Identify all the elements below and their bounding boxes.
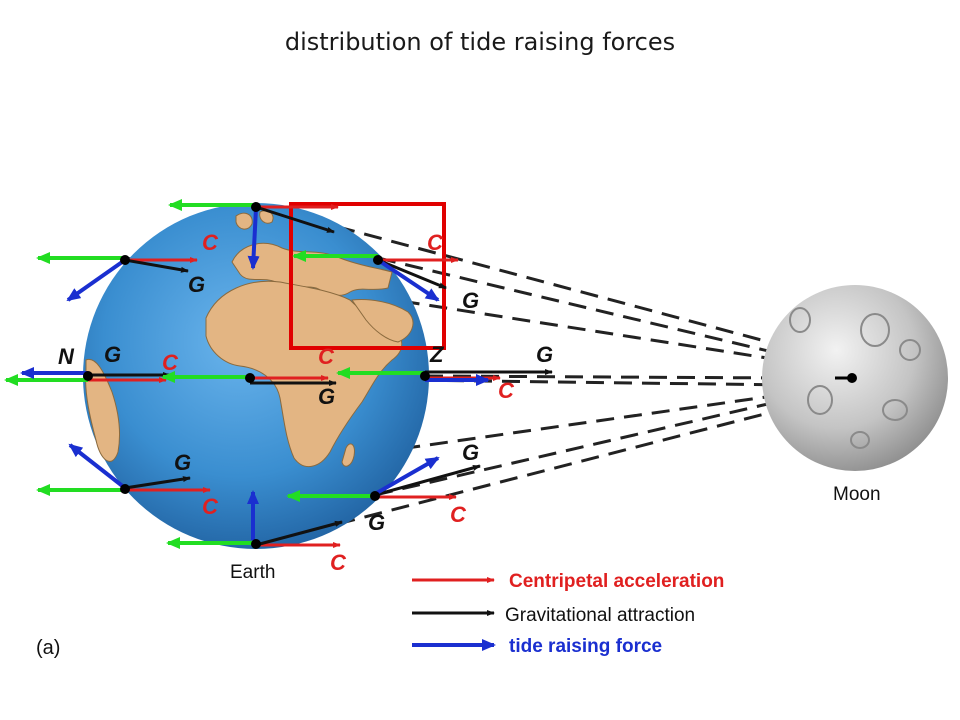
label-c: C [450, 502, 467, 527]
label-g: G [104, 342, 121, 367]
green-arrows [4, 199, 425, 549]
label-c: C [330, 550, 347, 575]
c-labels: C C C C C C C C [162, 230, 515, 575]
continents [85, 210, 414, 467]
label-z: Z [429, 342, 445, 367]
gravitational-arrows [88, 205, 553, 547]
label-c: C [202, 230, 219, 255]
panel-label: (a) [36, 637, 60, 659]
legend-gravitational-label: Gravitational attraction [505, 605, 695, 626]
label-c: C [162, 350, 179, 375]
label-g: G [462, 440, 479, 465]
label-n: N [58, 344, 75, 369]
diagram-title: distribution of tide raising forces [284, 28, 676, 56]
label-c: C [318, 344, 335, 369]
surface-points [83, 202, 430, 549]
legend: Centripetal acceleration Gravitational a… [412, 571, 724, 657]
label-g: G [368, 510, 385, 535]
label-c: C [427, 230, 444, 255]
label-c: C [202, 494, 219, 519]
g-labels: G G G G G G G G [104, 272, 553, 535]
label-g: G [536, 342, 553, 367]
highlight-box [289, 202, 446, 350]
legend-tide-label: tide raising force [509, 636, 662, 657]
moon [762, 285, 948, 471]
label-g: G [462, 288, 479, 313]
tide-force-arrows [20, 207, 490, 540]
centripetal-arrows [88, 204, 501, 548]
label-g: G [174, 450, 191, 475]
moon-label: Moon [833, 484, 881, 505]
legend-centripetal-label: Centripetal acceleration [509, 571, 724, 592]
label-c: C [498, 378, 515, 403]
earth-label: Earth [230, 562, 275, 583]
label-g: G [188, 272, 205, 297]
label-g: G [318, 384, 335, 409]
